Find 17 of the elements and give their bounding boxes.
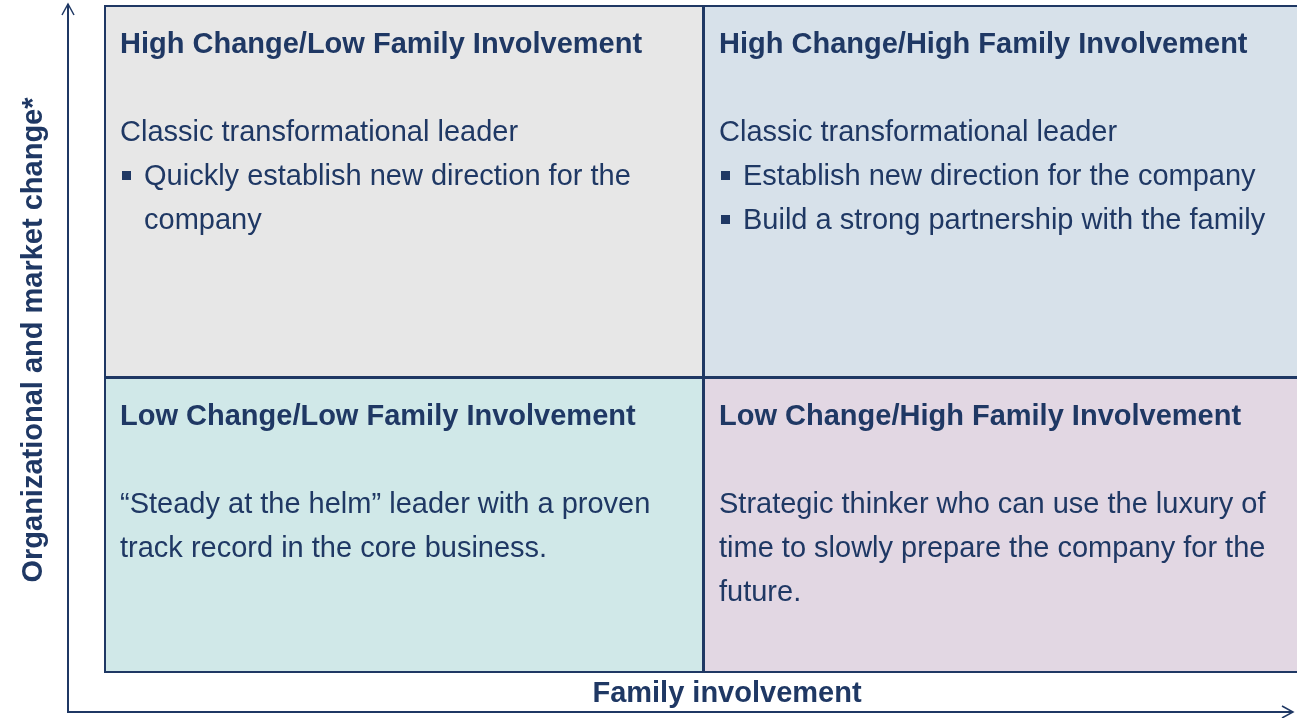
quadrant-panel [104, 377, 704, 673]
quadrant-heading: High Change/High Family Involvement [719, 26, 1249, 61]
quadrant-description: Classic transformational leader [719, 114, 1119, 149]
axis-title: Organizational and market change* [15, 97, 49, 583]
bullet-text: Build a strong partnership with the family [743, 203, 1266, 235]
quadrant-description: “Steady at the helm” leader with a proven track record in the core business. [120, 486, 652, 565]
quadrant-heading: High Change/Low Family Involvement [120, 26, 644, 61]
axis-title: Family involvement [592, 676, 862, 709]
quadrant-description: Strategic thinker who can use the luxury of time to slowly prepare the company for the future. [719, 486, 1267, 609]
quadrant-heading: Low Change/Low Family Involvement [120, 398, 637, 433]
bullet-text: Quickly establish new direction for the company [144, 159, 631, 235]
bullet-text: Establish new direction for the company [743, 159, 1256, 191]
quadrant-panel [703, 377, 1297, 673]
quadrant-panel [703, 5, 1297, 378]
quadrant-heading: Low Change/High Family Involvement [719, 398, 1243, 433]
quadrant-panel [104, 5, 704, 378]
quadrant-description: Classic transformational leader [120, 114, 520, 149]
